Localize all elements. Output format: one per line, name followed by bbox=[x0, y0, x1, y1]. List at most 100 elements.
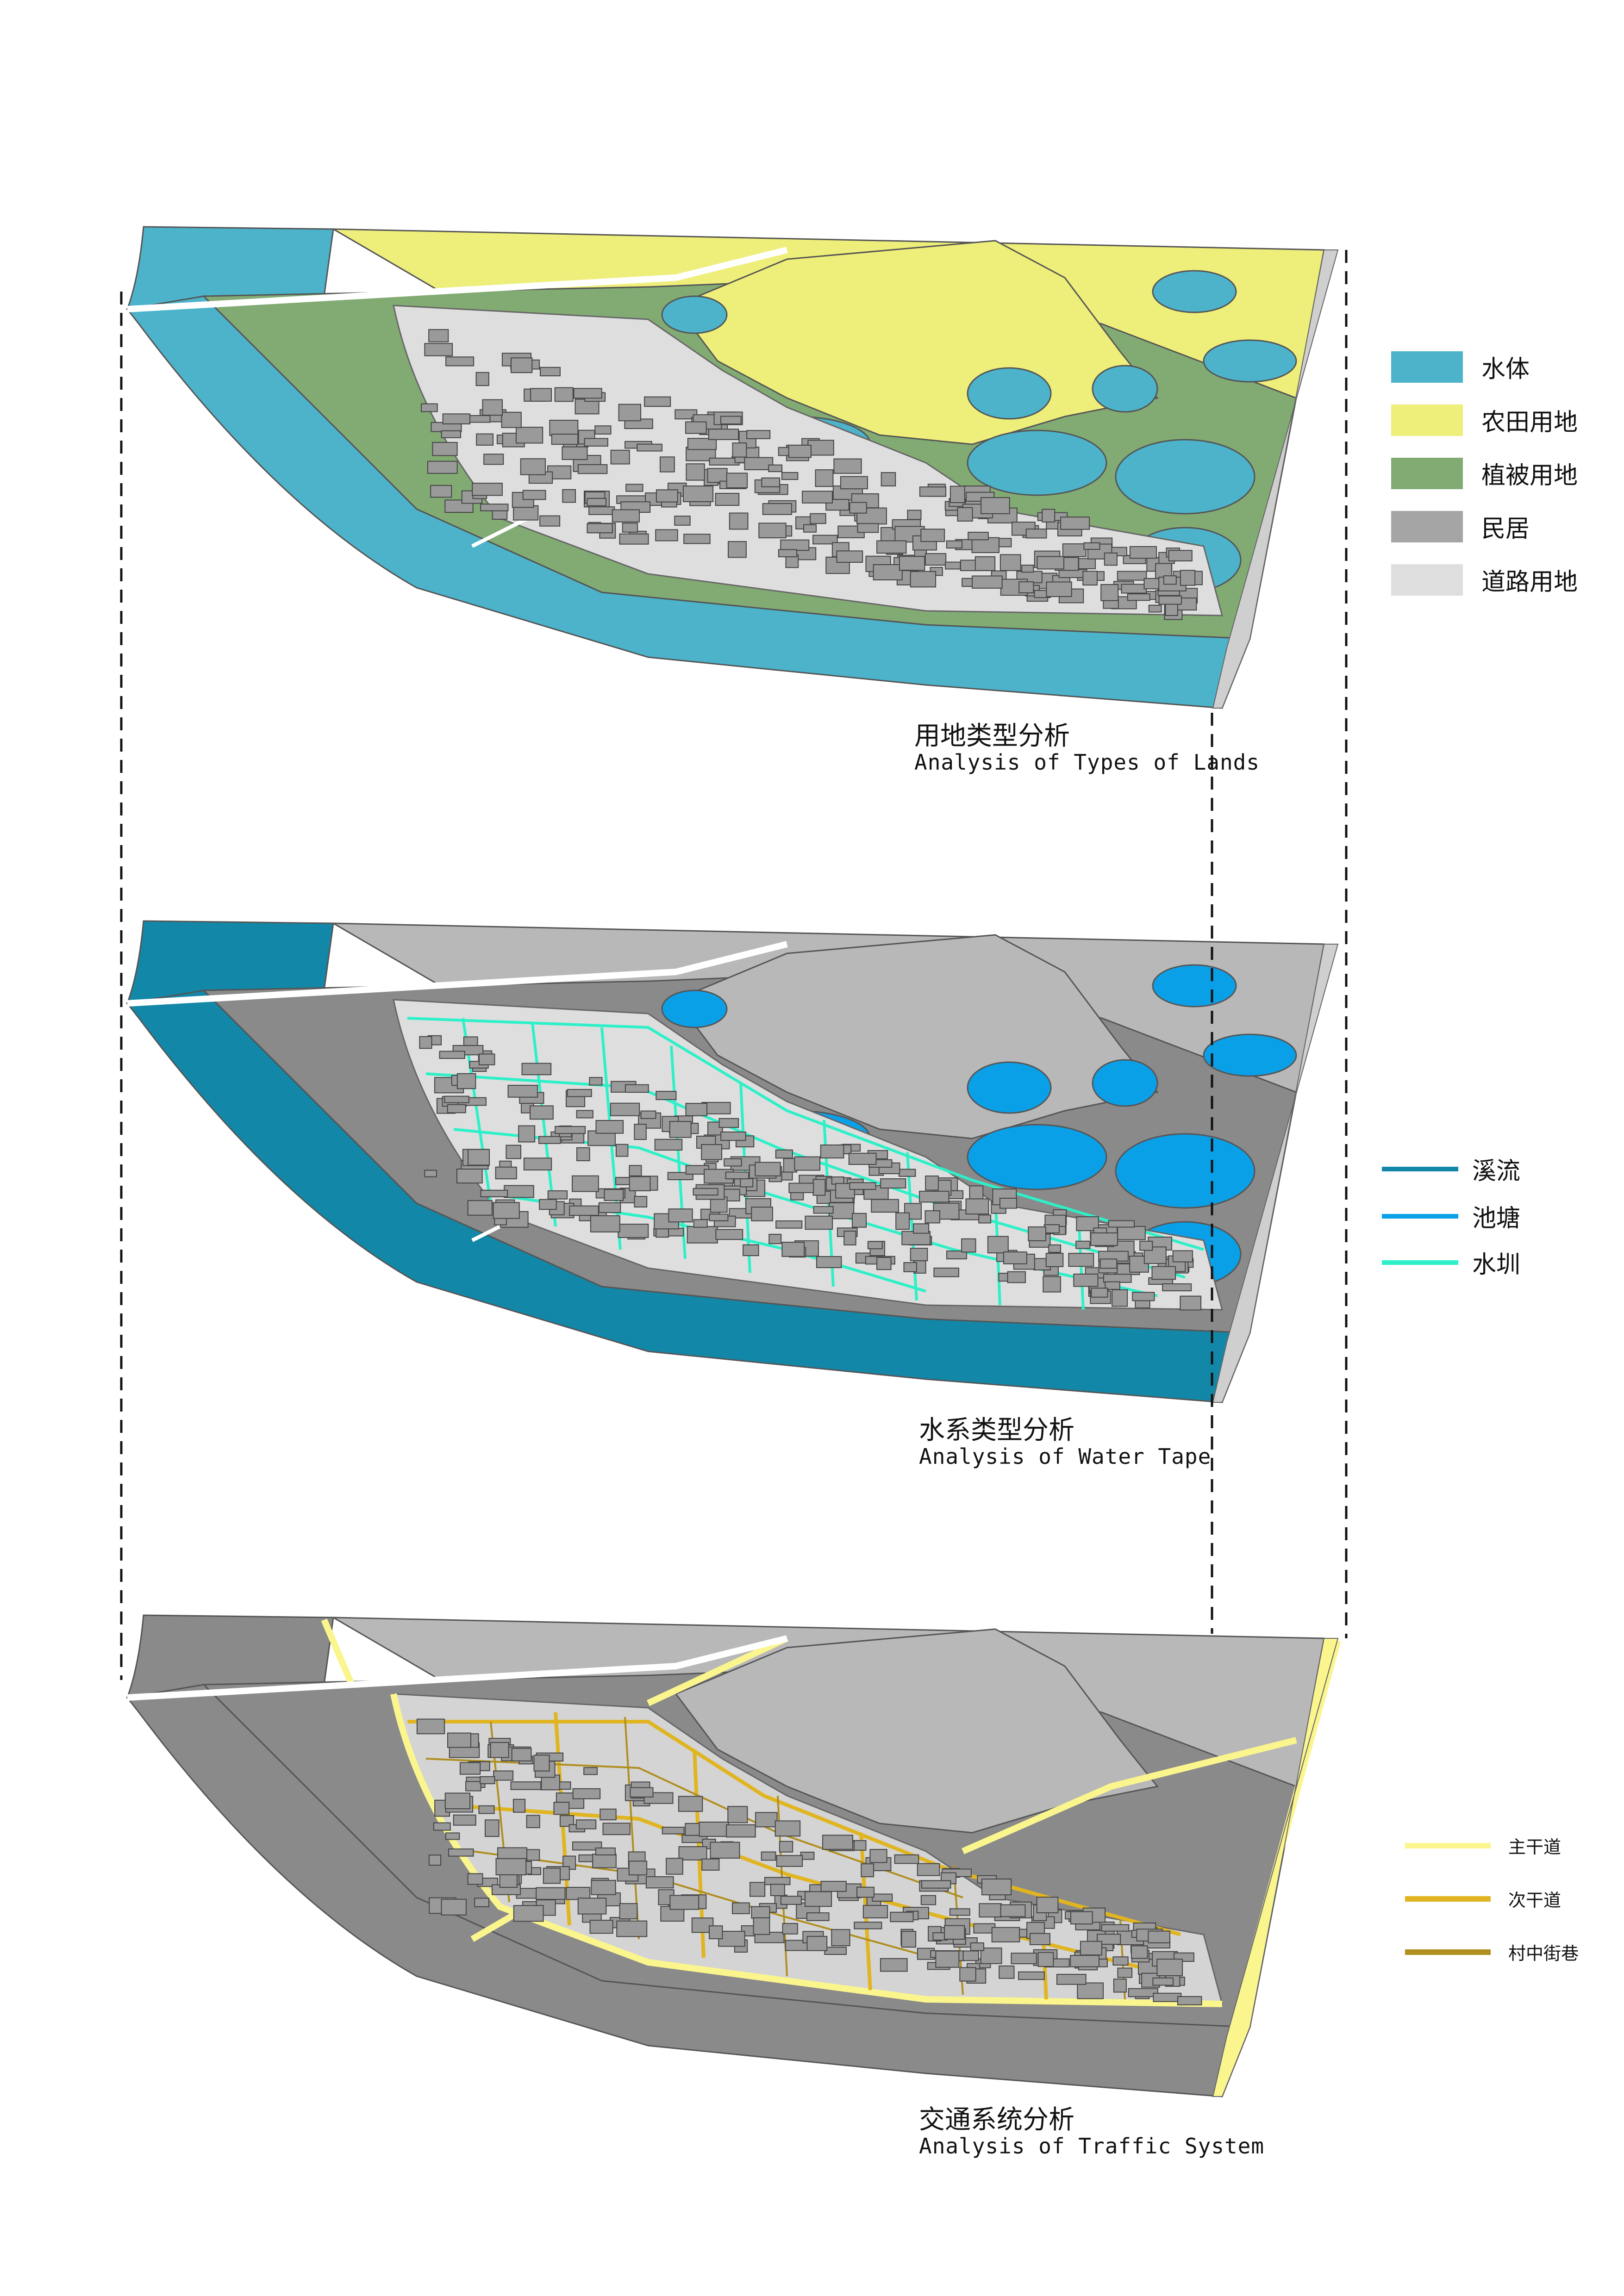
building-block bbox=[556, 1792, 585, 1809]
building-block bbox=[628, 1860, 648, 1876]
building-block bbox=[493, 1202, 520, 1219]
building-block bbox=[602, 1823, 631, 1836]
building-block bbox=[710, 1842, 740, 1859]
water-system-map bbox=[127, 921, 1338, 1402]
building-block bbox=[1070, 1911, 1093, 1925]
legend-item-pond: 池塘 bbox=[1382, 1199, 1520, 1233]
building-block bbox=[520, 458, 546, 475]
building-block bbox=[744, 457, 774, 470]
building-block bbox=[430, 485, 452, 498]
building-block bbox=[427, 460, 458, 474]
legend-label: 主干道 bbox=[1508, 1837, 1562, 1857]
building-block bbox=[604, 1189, 624, 1201]
building-block bbox=[815, 469, 834, 487]
building-block bbox=[1043, 1224, 1060, 1234]
building-block bbox=[540, 367, 561, 377]
building-block bbox=[594, 425, 612, 435]
building-block bbox=[468, 415, 491, 423]
building-block bbox=[456, 1073, 476, 1089]
legend-label: 次干道 bbox=[1508, 1890, 1562, 1910]
building-block bbox=[1090, 1232, 1118, 1246]
building-block bbox=[813, 1206, 834, 1214]
building-block bbox=[654, 1139, 683, 1151]
building-block bbox=[1172, 1250, 1193, 1263]
building-block bbox=[1180, 570, 1196, 586]
building-block bbox=[743, 1244, 759, 1257]
legend-item-residence: 民居 bbox=[1391, 509, 1530, 544]
building-block bbox=[901, 1931, 917, 1948]
building-block bbox=[419, 1036, 432, 1049]
caption-title-zh: 水系类型分析 bbox=[919, 1415, 1074, 1445]
building-block bbox=[445, 1832, 460, 1840]
building-block bbox=[526, 1815, 540, 1828]
building-block bbox=[686, 463, 705, 481]
building-block bbox=[441, 1898, 467, 1916]
building-block bbox=[475, 372, 489, 386]
building-block bbox=[720, 1131, 746, 1141]
building-block bbox=[762, 503, 792, 515]
building-block bbox=[687, 438, 717, 450]
building-block bbox=[549, 420, 579, 436]
building-block bbox=[588, 506, 615, 515]
building-block bbox=[467, 1873, 483, 1885]
building-block bbox=[465, 1781, 481, 1792]
legend-item-water: 水体 bbox=[1391, 349, 1530, 384]
traffic-caption: 交通系统分析 Analysis of Traffic System bbox=[919, 2106, 1264, 2158]
building-block bbox=[432, 442, 458, 456]
building-block bbox=[899, 1169, 916, 1177]
building-block bbox=[780, 539, 810, 551]
building-block bbox=[820, 1881, 847, 1892]
building-block bbox=[920, 1895, 937, 1905]
building-block bbox=[701, 1858, 720, 1871]
building-block bbox=[746, 430, 771, 439]
building-block bbox=[907, 510, 922, 520]
legend-swatch bbox=[1382, 1260, 1458, 1265]
building-block bbox=[511, 1748, 532, 1761]
building-block bbox=[1080, 1941, 1102, 1956]
building-block bbox=[910, 1248, 928, 1262]
legend-label: 植被用地 bbox=[1481, 462, 1578, 490]
building-block bbox=[726, 473, 748, 489]
building-block bbox=[812, 535, 838, 545]
building-block bbox=[1036, 1897, 1059, 1914]
building-block bbox=[693, 1219, 708, 1228]
building-block bbox=[751, 1906, 770, 1919]
building-block bbox=[852, 1213, 867, 1228]
building-block bbox=[589, 1077, 603, 1086]
building-block bbox=[725, 1171, 750, 1180]
building-block bbox=[495, 1858, 527, 1876]
building-block bbox=[935, 1950, 960, 1968]
building-block bbox=[480, 1189, 508, 1197]
water-caption: 水系类型分析 Analysis of Water Tape bbox=[919, 1416, 1211, 1468]
building-block bbox=[890, 1911, 914, 1923]
building-block bbox=[587, 523, 613, 534]
building-block bbox=[622, 523, 638, 533]
building-block bbox=[820, 1145, 844, 1159]
building-block bbox=[1082, 571, 1098, 586]
building-block bbox=[770, 1884, 785, 1897]
building-block bbox=[595, 1847, 616, 1856]
building-block bbox=[634, 1124, 647, 1140]
building-block bbox=[678, 1796, 703, 1812]
land-use-map bbox=[127, 227, 1338, 708]
building-block bbox=[1097, 1934, 1121, 1945]
building-block bbox=[447, 1732, 471, 1748]
building-block bbox=[1048, 1244, 1062, 1253]
building-block bbox=[547, 1190, 568, 1200]
building-block bbox=[495, 1166, 517, 1180]
building-block bbox=[880, 1958, 908, 1972]
building-block bbox=[685, 1103, 707, 1116]
building-block bbox=[1100, 584, 1119, 601]
building-block bbox=[655, 529, 678, 541]
building-block bbox=[421, 403, 438, 412]
building-block bbox=[1021, 565, 1034, 573]
building-block bbox=[803, 524, 817, 533]
building-block bbox=[869, 1849, 887, 1863]
building-block bbox=[970, 1942, 984, 1951]
building-block bbox=[957, 507, 973, 522]
building-block bbox=[729, 512, 749, 530]
building-block bbox=[718, 1931, 745, 1947]
building-block bbox=[1046, 581, 1072, 597]
building-block bbox=[1117, 1226, 1146, 1240]
